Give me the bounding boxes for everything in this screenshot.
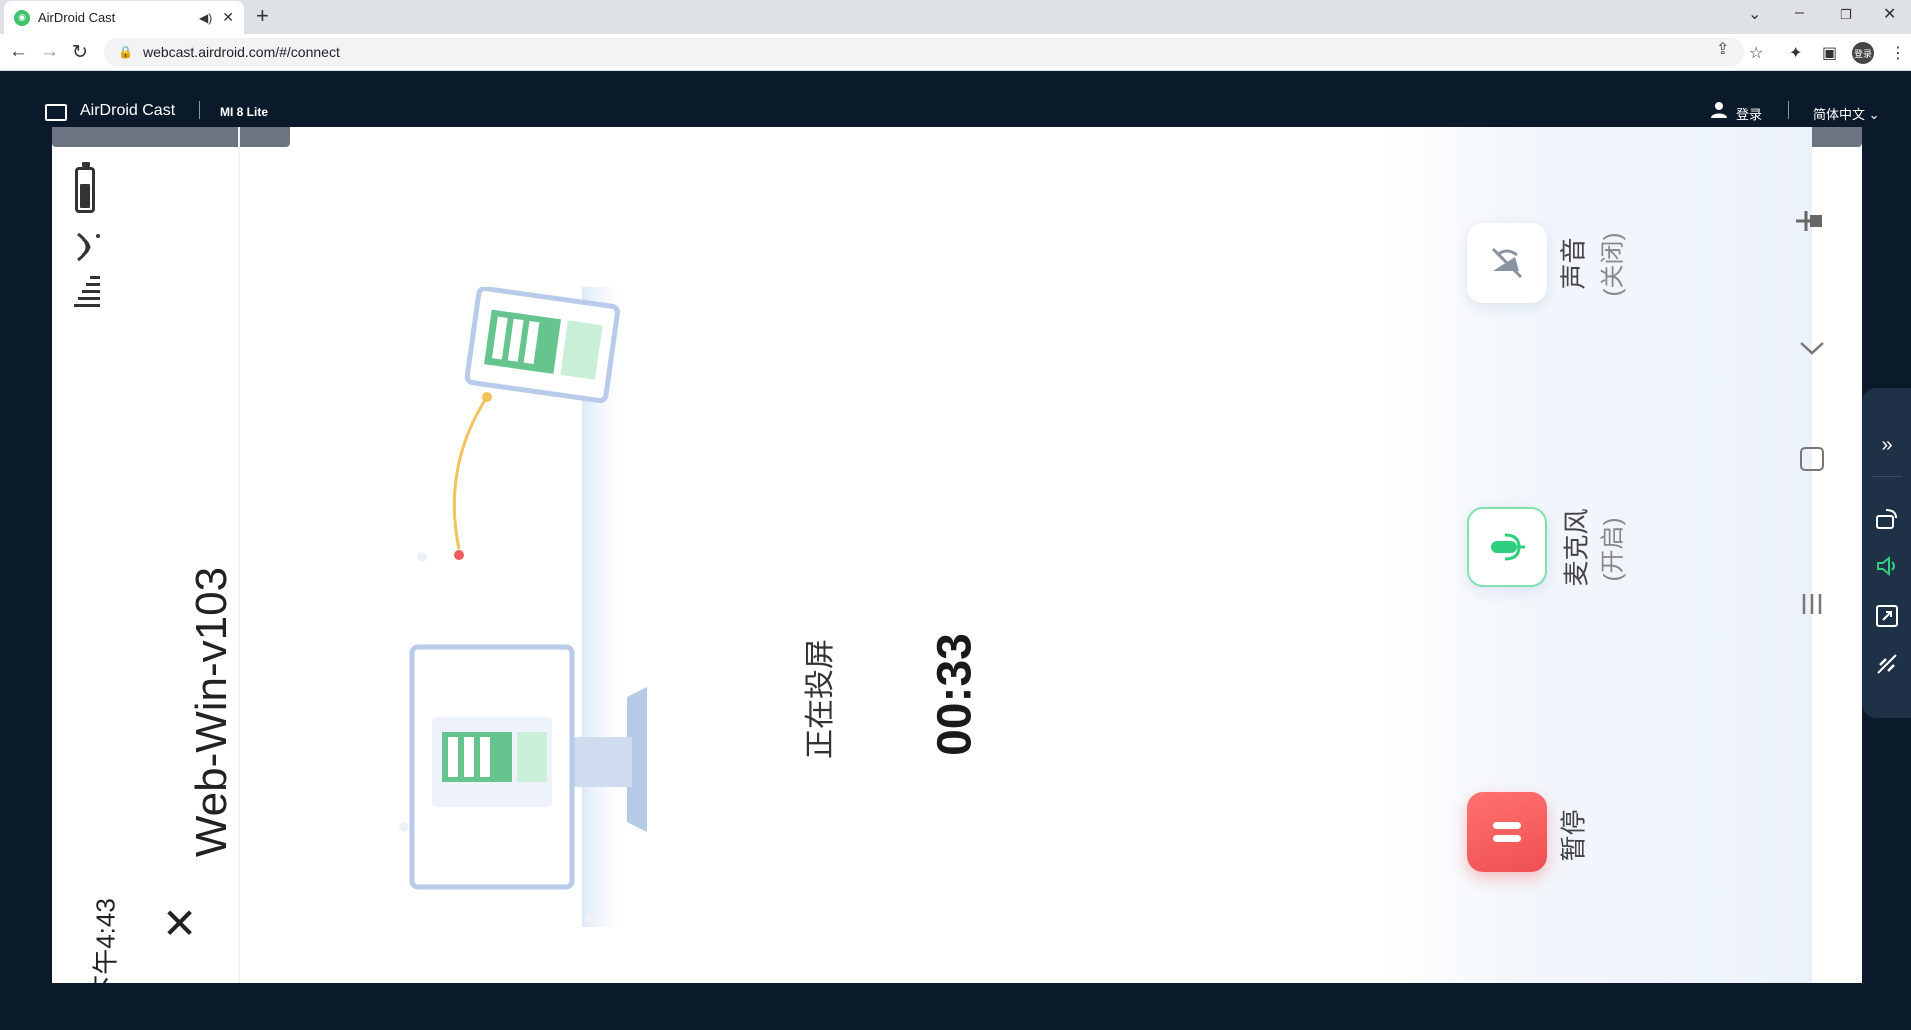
mic-state: (开启) [1599,517,1627,582]
volume-icon[interactable] [1874,553,1900,579]
sound-toggle-button[interactable] [1467,223,1547,303]
cast-screen: 下午4:43 Web-Win-v103 ✕ [52,127,1862,983]
login-link[interactable]: 登录 [1736,107,1763,122]
divider [1788,101,1789,119]
controls-panel [1382,127,1812,983]
close-icon[interactable]: ✕ [162,900,198,947]
pause-icon [1493,822,1521,842]
fullscreen-icon[interactable] [1874,603,1900,629]
tab-close-icon[interactable]: ✕ [222,9,234,25]
chevron-down-icon[interactable] [1797,333,1827,363]
cast-logo-icon [45,104,67,121]
signal-hd-icon [74,276,100,307]
pin-icon[interactable] [1792,203,1828,239]
url-text: webcast.airdroid.com/#/connect [142,44,340,60]
side-panel-icon[interactable]: ▣ [1822,45,1838,62]
back-icon[interactable]: ← [9,41,28,62]
profile-avatar[interactable]: 登录 [1852,42,1874,64]
sound-label: 声音 [1558,237,1589,290]
language-select[interactable]: 简体中文 ⌄ [1813,107,1880,122]
phone-status-panel: 下午4:43 Web-Win-v103 ✕ [52,127,240,983]
screen-top-bar-left [52,127,290,147]
share-icon[interactable]: ⇪ [1716,41,1730,58]
browser-tab[interactable]: ◉ AirDroid Cast ◀︎) ✕ [4,1,244,34]
forward-icon[interactable]: → [40,41,59,62]
sound-off-icon [1491,247,1523,279]
menu-kebab-icon[interactable]: ⋮ [1890,45,1906,62]
new-tab-button[interactable]: + [256,3,269,28]
sound-state: (关闭) [1599,232,1627,297]
speaker-icon[interactable]: ◀︎) [199,10,213,25]
microphone-icon [1491,533,1525,561]
casting-timer: 00:33 [928,633,982,756]
cast-device-title: Web-Win-v103 [187,566,236,858]
airdroid-favicon-icon: ◉ [14,9,30,26]
restore-icon[interactable]: ❐ [1840,7,1852,22]
mic-label: 麦克风 [1561,508,1592,587]
app-header: AirDroid Cast MI 8 Lite 登录 简体中文 ⌄ [0,71,1911,127]
divider [199,101,200,119]
close-window-icon[interactable]: ✕ [1883,6,1897,23]
phone-time: 下午4:43 [90,898,121,983]
user-icon[interactable] [1710,101,1728,119]
lock-icon: 🔒 [118,45,133,59]
casting-illustration [399,287,647,927]
tab-search-icon[interactable]: ⌄ [1748,6,1762,23]
home-square-icon[interactable] [1800,447,1824,471]
minimize-icon[interactable]: – [1795,4,1804,21]
brand-name: AirDroid Cast [80,102,176,119]
mic-toggle-button[interactable] [1467,507,1547,587]
battery-icon [75,162,95,213]
pause-button[interactable] [1467,792,1547,872]
side-toolbar: » [1862,388,1911,718]
collapse-double-chevron-icon[interactable]: » [1881,433,1893,456]
device-name: MI 8 Lite [220,105,269,119]
tab-title: AirDroid Cast [38,10,116,25]
reload-icon[interactable]: ↻ [72,42,88,63]
casting-status: 正在投屏 [804,639,837,759]
wifi-icon [77,232,100,262]
browser-tabstrip: ◉ AirDroid Cast ◀︎) ✕ + ⌄ – ❐ ✕ [0,0,1911,34]
disconnect-link-icon[interactable] [1874,651,1900,677]
rotate-screen-icon[interactable] [1874,506,1900,532]
browser-addressbar: ← → ↻ 🔒 webcast.airdroid.com/#/connect ⇪… [0,34,1911,71]
url-field[interactable]: 🔒 webcast.airdroid.com/#/connect [104,38,1744,66]
bookmark-star-icon[interactable]: ☆ [1749,45,1764,62]
recent-apps-icon[interactable] [1798,590,1826,618]
extensions-icon[interactable]: ✦ [1789,45,1803,62]
pause-label: 暂停 [1558,809,1589,862]
